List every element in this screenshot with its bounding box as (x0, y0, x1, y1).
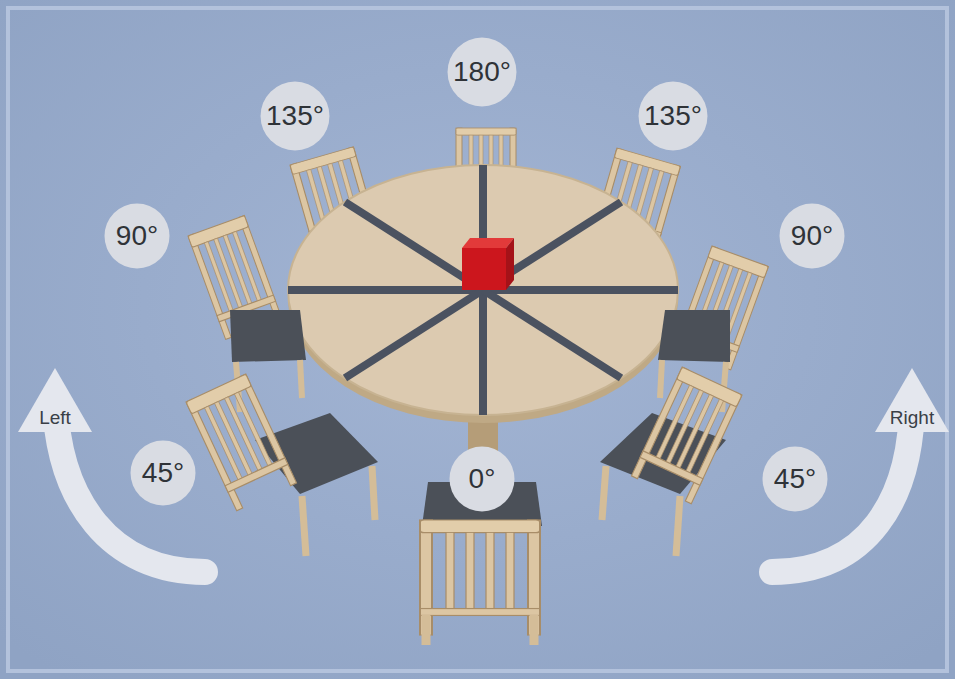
angle-text: 45° (774, 463, 816, 495)
angle-badge: 135° (260, 81, 330, 151)
angle-badge: 0° (449, 446, 515, 512)
angle-badge: 90° (779, 203, 845, 269)
angle-badge: 180° (447, 37, 517, 107)
angle-text: 180° (453, 56, 511, 88)
angle-text: 90° (116, 220, 158, 252)
angle-text: 90° (791, 220, 833, 252)
direction-label: Right (890, 407, 934, 429)
angle-text: 135° (266, 100, 324, 132)
angle-badge: 135° (638, 81, 708, 151)
angle-text: 45° (142, 457, 184, 489)
angle-text: 135° (644, 100, 702, 132)
angle-badge: 45° (762, 446, 828, 512)
angle-text: 0° (469, 463, 496, 495)
angle-badge: 90° (104, 203, 170, 269)
angle-badge: 45° (130, 440, 196, 506)
direction-label: Left (39, 407, 71, 429)
